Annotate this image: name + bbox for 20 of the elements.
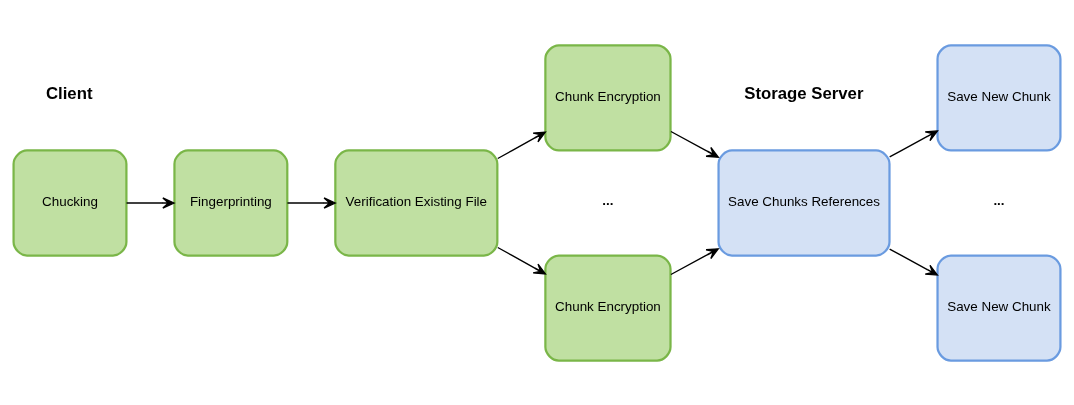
node-box: Fingerprinting — [173, 148, 289, 257]
node-box: Chunk Encryption — [544, 43, 672, 152]
node-box: Save New Chunk — [936, 43, 1062, 152]
arrow — [286, 196, 336, 209]
label: ... — [602, 192, 614, 208]
arrow — [889, 247, 939, 276]
node-box: Save New Chunk — [936, 253, 1062, 362]
node-box: Verification Existing File — [334, 148, 499, 257]
arrow — [670, 130, 719, 158]
node-box: Chucking — [12, 148, 128, 257]
arrow — [497, 246, 547, 275]
arrow — [670, 247, 719, 275]
label: ... — [993, 192, 1005, 208]
label: Storage Server — [744, 83, 864, 103]
node-box: Save Chunks References — [717, 148, 891, 257]
arrow — [889, 129, 939, 158]
arrow — [125, 196, 175, 209]
label: Client — [45, 83, 93, 103]
node-box: Chunk Encryption — [544, 253, 672, 362]
arrow — [497, 130, 547, 159]
